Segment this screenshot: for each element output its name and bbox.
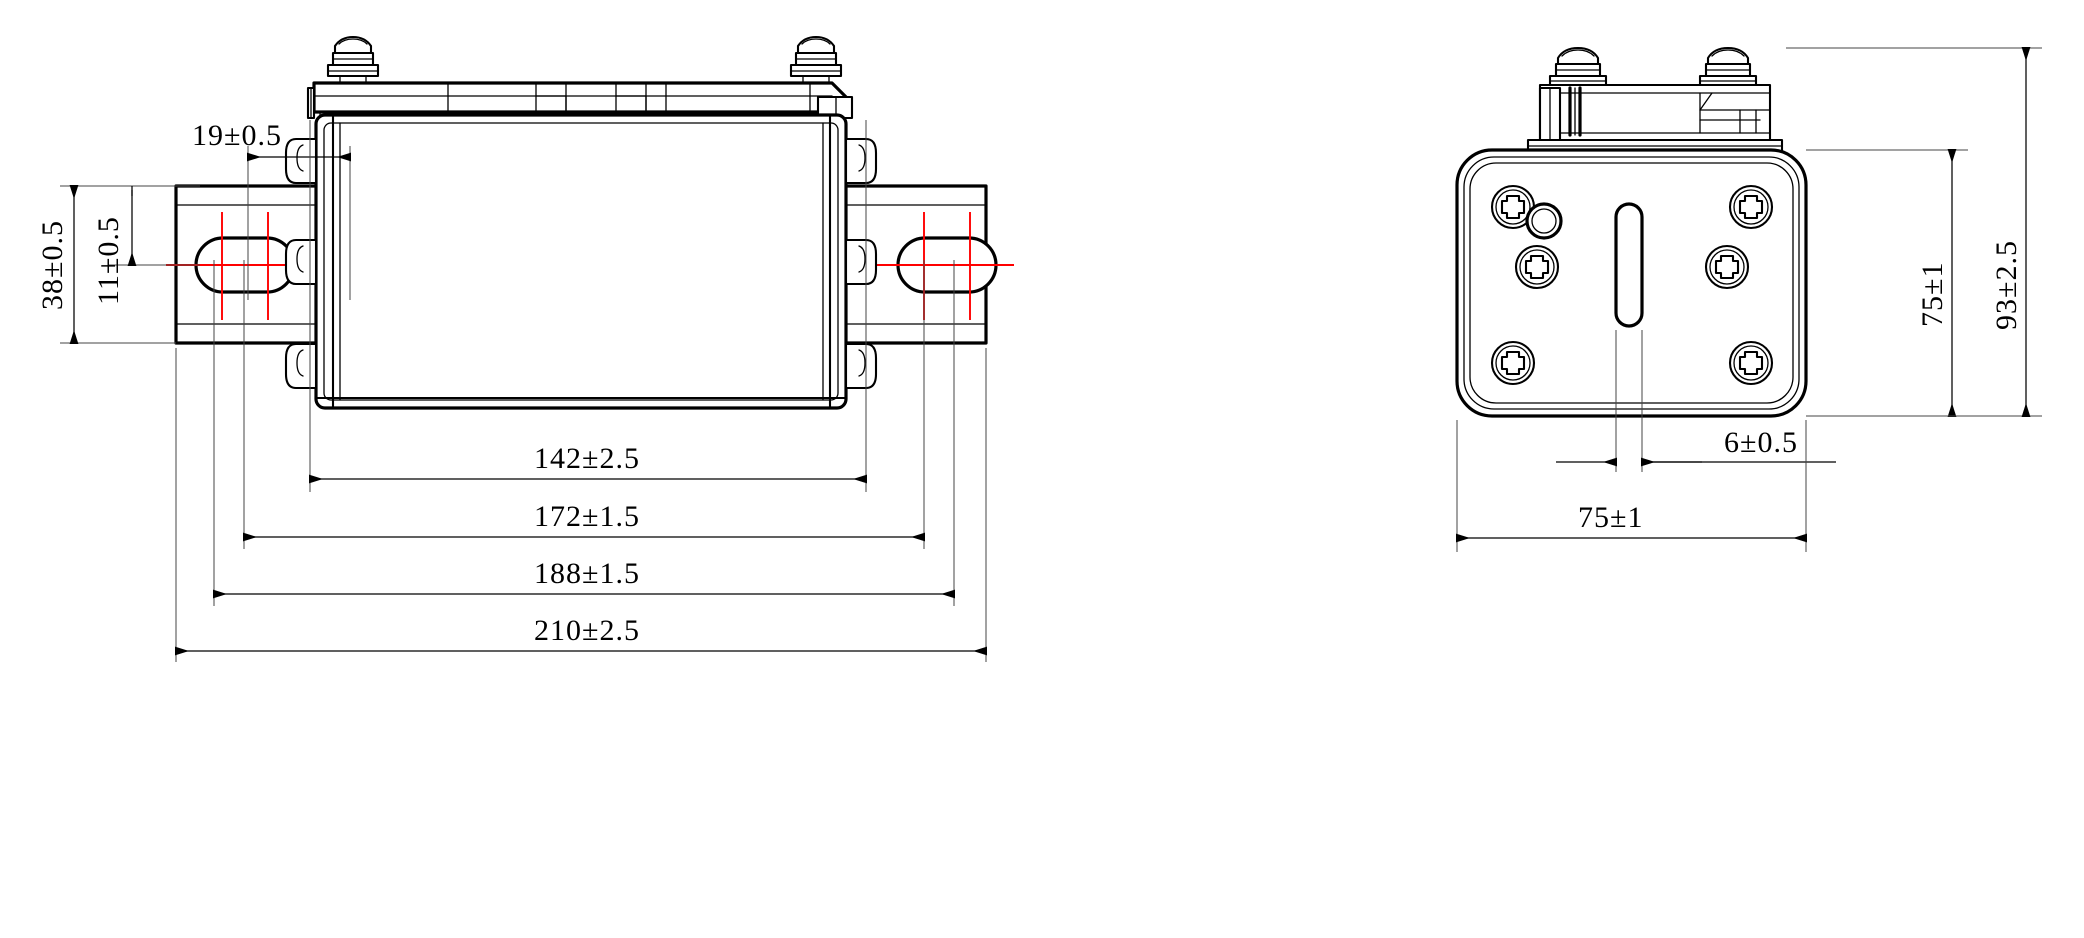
dim-label-overall-height: 93±2.5 bbox=[1990, 240, 2023, 330]
phillips-screw-icon bbox=[1490, 340, 1536, 386]
phillips-screw-icon bbox=[1728, 184, 1774, 230]
side-clip-icon bbox=[844, 137, 878, 185]
dim-label-mount-span-inner: 172±1.5 bbox=[534, 500, 640, 533]
phillips-screw-icon bbox=[1704, 244, 1750, 290]
phillips-screw-icon bbox=[1728, 340, 1774, 386]
terminal-block-assembly bbox=[306, 81, 854, 125]
terminal-block-assembly bbox=[1526, 83, 1784, 154]
phillips-screw-icon bbox=[326, 35, 380, 84]
slot-hole-icon bbox=[1614, 202, 1644, 328]
phillips-screw-icon bbox=[1514, 244, 1560, 290]
side-clip-icon bbox=[284, 342, 318, 390]
dim-label-mount-span-outer: 188±1.5 bbox=[534, 557, 640, 590]
side-clip-icon bbox=[284, 137, 318, 185]
dim-label-overall-length: 210±2.5 bbox=[534, 614, 640, 647]
right-view-group bbox=[1455, 46, 1808, 418]
side-clip-icon bbox=[284, 238, 318, 286]
side-clip-icon bbox=[844, 238, 878, 286]
left-view-group bbox=[166, 35, 1014, 410]
right-view-dimensions: 75±1 93±2.5 6±0.5 75±1 bbox=[1456, 47, 2042, 552]
left-view-dimensions: 19±0.5 38±0.5 11±0.5 142±2.5 172±1.5 188… bbox=[36, 119, 987, 662]
dim-label-rail-width: 38±0.5 bbox=[36, 220, 69, 310]
phillips-screw-icon bbox=[789, 35, 843, 84]
dim-label-body-length: 142±2.5 bbox=[534, 442, 640, 475]
phillips-screw-icon bbox=[1698, 46, 1758, 87]
dim-label-slot-width: 6±0.5 bbox=[1724, 426, 1798, 459]
phillips-screw-icon bbox=[1490, 184, 1536, 230]
dim-label-body-width: 75±1 bbox=[1578, 501, 1643, 534]
dim-label-hole-height: 11±0.5 bbox=[92, 216, 125, 305]
side-clip-icon bbox=[844, 342, 878, 390]
dim-label-body-height: 75±1 bbox=[1916, 262, 1949, 327]
phillips-screw-icon bbox=[1548, 46, 1608, 87]
dim-label-rail-hole-offset: 19±0.5 bbox=[192, 119, 282, 152]
main-body-outline bbox=[314, 113, 848, 410]
round-hole-icon bbox=[1525, 202, 1563, 240]
